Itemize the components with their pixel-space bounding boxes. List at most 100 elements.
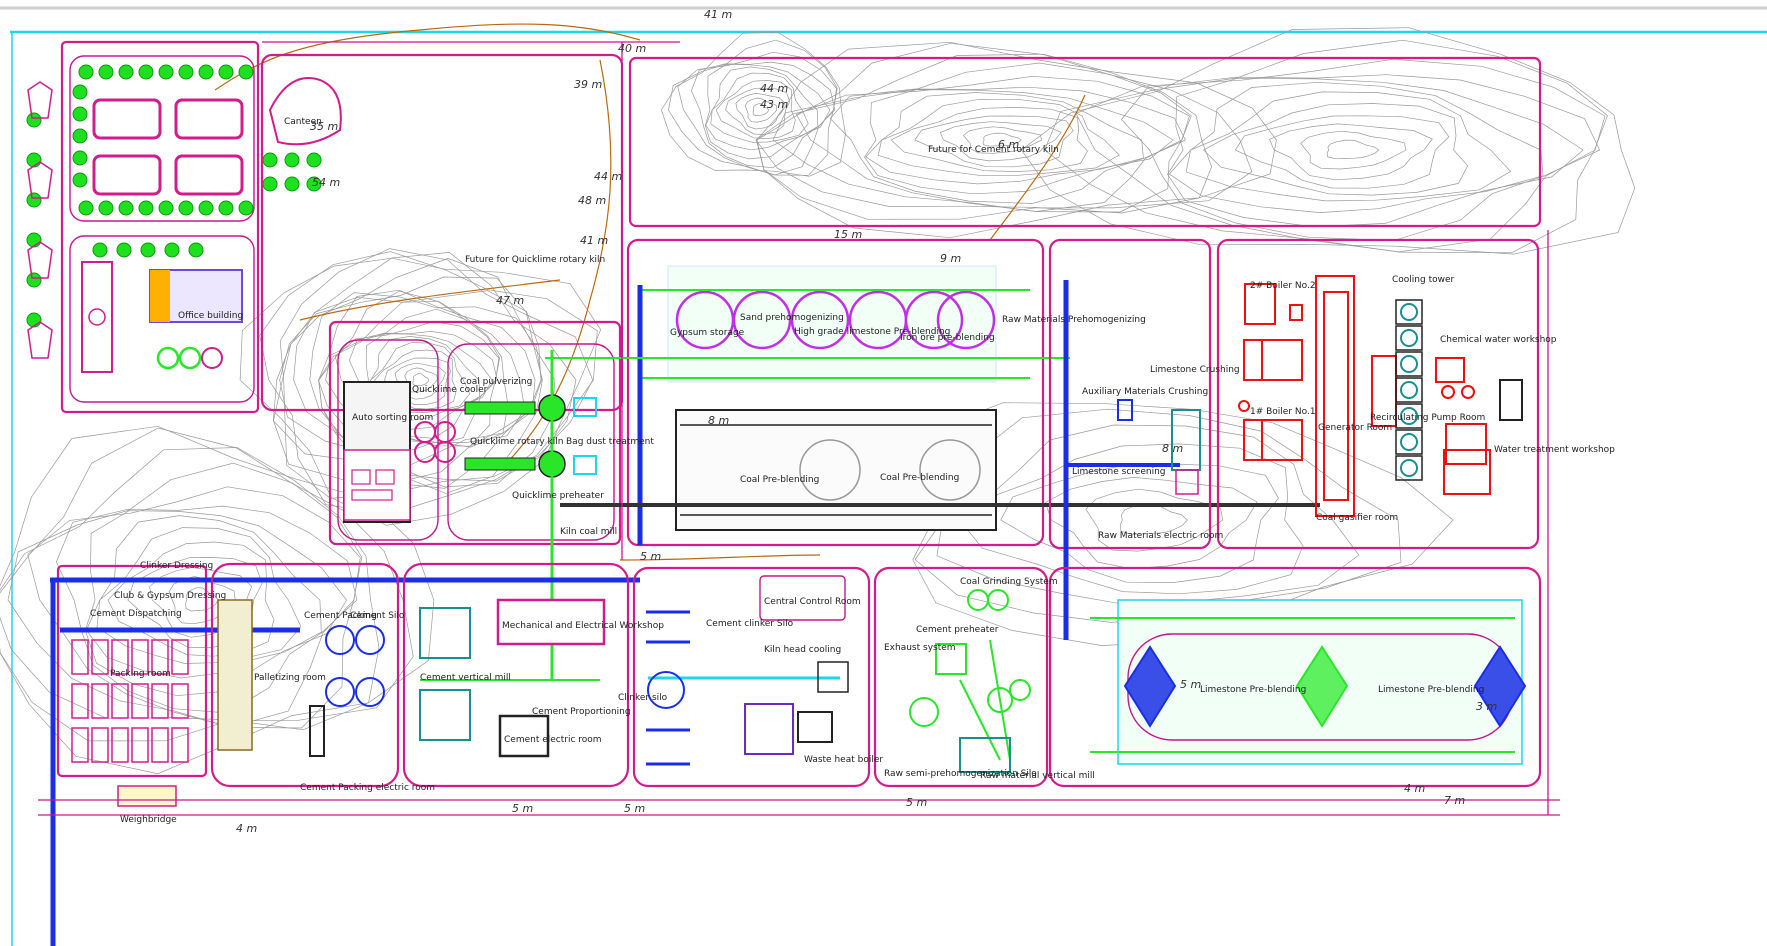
- contour-line: [752, 103, 770, 116]
- label-iron-ore: Iron ore pre-blending: [900, 333, 995, 343]
- label-high-grade-limestone: High grade limestone Pre-blending: [794, 327, 950, 337]
- cooling-fan-icon: [1400, 381, 1418, 399]
- loading-bay: [151, 727, 169, 763]
- tree-symbol: [118, 200, 134, 216]
- contour-line: [7, 462, 363, 729]
- tree-symbol: [118, 64, 134, 80]
- tree-symbol: [158, 200, 174, 216]
- label-cement-preheater: Cement preheater: [916, 625, 999, 635]
- contour-line: [1326, 139, 1380, 160]
- contour-line: [412, 373, 430, 387]
- cooling-fan-icon: [1400, 355, 1418, 373]
- contour-line: [348, 331, 498, 439]
- label-boiler-no1: 1# Boiler No.1: [1250, 407, 1316, 417]
- cement-silos: [325, 625, 385, 707]
- contour-line: [404, 367, 438, 393]
- tree-symbol: [72, 84, 88, 100]
- contour-line: [756, 42, 1253, 220]
- tree-symbol: [178, 200, 194, 216]
- contour-line: [1020, 27, 1636, 255]
- label-cement-clinker-silo: Cement clinker Silo: [706, 619, 794, 629]
- label-club-gypsum-dressing: Club & Gypsum Dressing: [114, 591, 226, 601]
- perimeter-houses: [27, 81, 53, 359]
- tree-symbol: [238, 200, 254, 216]
- contour-line: [661, 31, 846, 177]
- label-generator-room: Generator Room: [1318, 423, 1392, 433]
- contour-line: [1168, 81, 1544, 213]
- tree-symbol: [26, 232, 42, 248]
- contour-line: [795, 75, 1190, 212]
- elev-43: 43 m: [760, 98, 788, 111]
- contour-line: [1044, 39, 1608, 254]
- cooling-cell: [1395, 325, 1423, 351]
- label-limestone-crushing: Limestone Crushing: [1150, 365, 1240, 375]
- label-limestone-screening: Limestone screening: [1072, 467, 1165, 477]
- tree-symbol: [306, 176, 322, 192]
- tree-symbol: [218, 64, 234, 80]
- contour-line: [1075, 58, 1606, 253]
- tree-symbol: [26, 312, 42, 328]
- contour-line: [1300, 130, 1407, 170]
- tree-symbol: [116, 242, 132, 258]
- loading-bay: [131, 639, 149, 675]
- contour-line: [55, 505, 358, 714]
- elev-39: 39 m: [574, 78, 602, 91]
- cooling-cell: [1395, 403, 1423, 429]
- elev-44a: 44 m: [760, 82, 788, 95]
- contour-line: [705, 66, 819, 151]
- label-sand-prehomogenizing: Sand prehomogenizing: [740, 313, 844, 323]
- tree-symbol: [238, 64, 254, 80]
- label-coal-gasifier-room: Coal gasifier room: [1316, 513, 1398, 523]
- contour-line: [735, 93, 786, 130]
- tree-symbol: [218, 200, 234, 216]
- tree-symbol: [72, 172, 88, 188]
- contour-line: [1234, 115, 1450, 189]
- contour-line: [334, 321, 500, 447]
- tree-symbol: [164, 242, 180, 258]
- contour-line: [939, 121, 1062, 162]
- contour-line: [363, 333, 493, 430]
- contour-line: [384, 357, 451, 405]
- elev-44b: 44 m: [594, 170, 622, 183]
- tree-symbol: [198, 200, 214, 216]
- tree-symbol: [158, 64, 174, 80]
- elev-9: 9 m: [940, 252, 961, 265]
- tree-symbol: [262, 152, 278, 168]
- contour-line: [1203, 103, 1469, 196]
- contour-line: [272, 258, 556, 488]
- cooling-cell: [1395, 377, 1423, 403]
- staff-living-zone: [60, 40, 260, 414]
- contour-line: [744, 97, 778, 123]
- contour-line: [865, 92, 1144, 185]
- contour-line: [0, 427, 414, 742]
- contour-line: [962, 126, 1043, 154]
- label-coal-pulverizing: Coal pulverizing: [460, 377, 532, 387]
- stacker-reclaimers: [1123, 645, 1527, 728]
- contour-line: [1167, 77, 1584, 228]
- label-chemical-water-workshop: Chemical water workshop: [1440, 335, 1557, 345]
- tree-symbol: [98, 64, 114, 80]
- contour-line: [756, 41, 1277, 239]
- label-water-treatment-workshop: Water treatment workshop: [1494, 445, 1615, 455]
- label-waste-heat-boiler: Waste heat boiler: [804, 755, 883, 765]
- loading-bay: [131, 683, 149, 719]
- tree-symbol: [26, 192, 42, 208]
- contour-line: [374, 349, 457, 410]
- loading-bay: [171, 639, 189, 675]
- quicklime-cooler-units: [414, 421, 456, 463]
- contour-line: [1120, 74, 1601, 241]
- tree-symbol: [188, 242, 204, 258]
- label-quicklime-rotary-kiln: Quicklime rotary kiln: [470, 437, 563, 447]
- loading-bay: [151, 683, 169, 719]
- contour-line: [715, 80, 796, 140]
- loading-bay: [151, 639, 169, 675]
- label-clinker-dressing: Clinker Dressing: [140, 561, 213, 571]
- tree-symbol: [138, 200, 154, 216]
- label-quicklime-cooler: Quicklime cooler: [412, 385, 488, 395]
- building-labels: Canteen Office building Future for Quick…: [90, 117, 1615, 825]
- elev-15: 15 m: [834, 228, 862, 241]
- crusher-equipment: [1117, 399, 1201, 495]
- tree-symbol: [198, 64, 214, 80]
- label-cooling-tower: Cooling tower: [1392, 275, 1455, 285]
- prehomogenizing-sheds: [675, 290, 996, 350]
